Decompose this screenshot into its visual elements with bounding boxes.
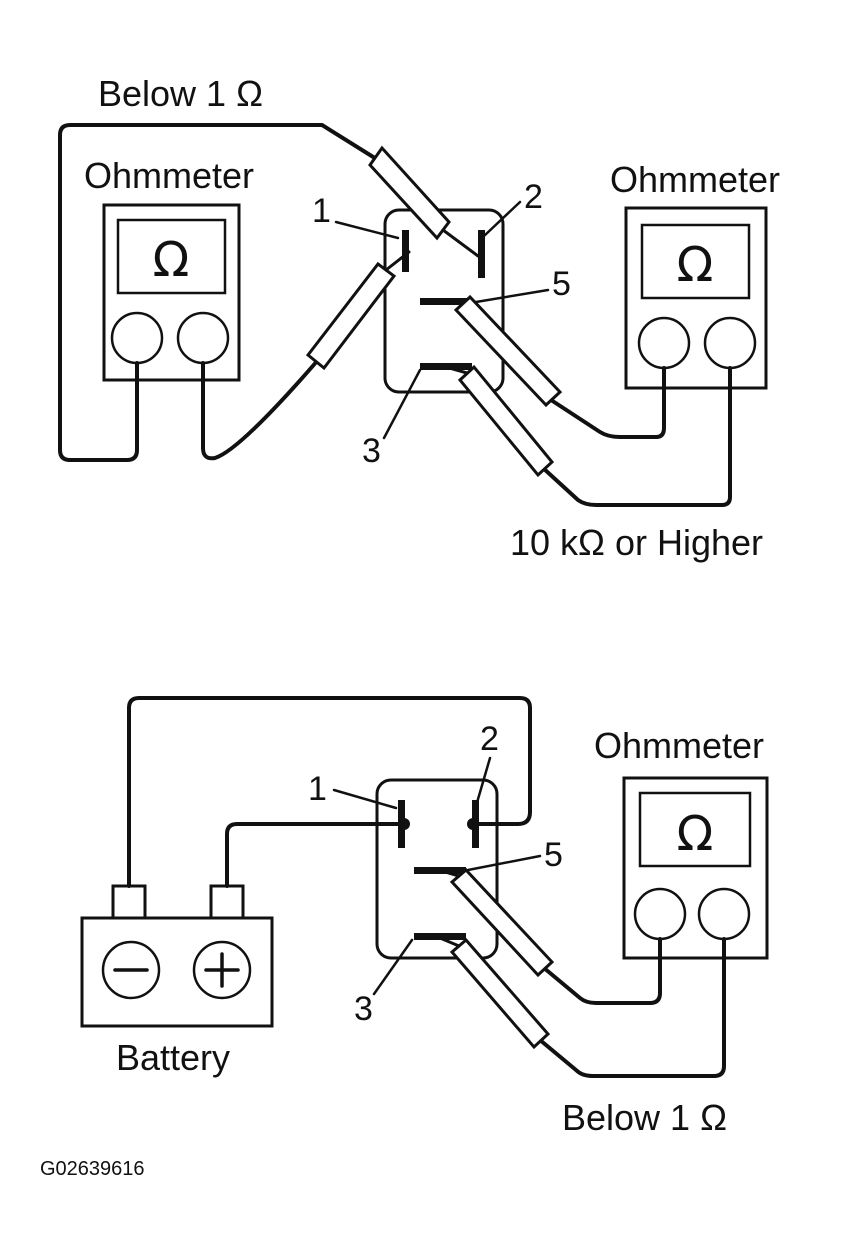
bottom-diagram: Ohmmeter Battery Below 1 Ω Ω <box>80 696 769 1138</box>
leader-line-2 <box>474 756 492 808</box>
ohm-symbol-icon: Ω <box>153 232 190 288</box>
bottom-ohmmeter: Ω <box>622 776 769 960</box>
wire-right-meter-to-pin3 <box>541 366 732 507</box>
pin-label-5: 5 <box>544 836 563 874</box>
leader-line-1 <box>332 788 398 810</box>
wire-battery-negative-to-pin2 <box>127 696 532 888</box>
ohmmeter-terminal-left <box>633 887 687 941</box>
wire-left-meter-to-pin2 <box>58 123 380 462</box>
relay-pin-3 <box>414 933 466 940</box>
top-diagram: Below 1 Ω Ohmmeter Ohmmeter 10 kΩ or Hig… <box>58 73 780 563</box>
top-right-meter-title: Ohmmeter <box>610 159 780 200</box>
ohm-symbol-icon: Ω <box>677 237 714 293</box>
ohmmeter-terminal-left <box>110 311 164 365</box>
ohmmeter-terminal-left <box>637 316 691 370</box>
wire-left-meter-to-pin1 <box>201 358 320 461</box>
probe-to-pin5 <box>440 867 555 978</box>
top-left-meter-title: Ohmmeter <box>84 155 254 196</box>
ohmmeter-terminal-right <box>176 311 230 365</box>
relay-pin-2 <box>478 230 485 278</box>
pin-label-2: 2 <box>480 720 499 758</box>
probe-tip <box>384 250 411 272</box>
leader-line-2 <box>482 200 522 238</box>
bottom-meter-title: Ohmmeter <box>594 725 764 766</box>
probe-tip <box>446 299 465 305</box>
battery <box>80 884 274 1028</box>
probe-to-pin1 <box>305 250 411 371</box>
probe-tip <box>444 365 469 375</box>
wire-meter-to-pin5 <box>542 937 662 1005</box>
probe-to-pin3 <box>438 936 551 1050</box>
wire-battery-positive-to-pin1 <box>225 822 404 888</box>
leader-line-5 <box>474 288 550 304</box>
probe-tip <box>441 228 480 258</box>
battery-label: Battery <box>116 1037 230 1078</box>
plus-sign <box>204 952 240 988</box>
bottom-relay: 1 2 5 3 <box>308 720 563 1028</box>
ohmmeter-terminal-right <box>697 887 751 941</box>
figure-code: G02639616 <box>40 1158 145 1180</box>
probe-handle <box>457 364 555 478</box>
probe-to-pin2 <box>368 145 480 258</box>
probe-to-pin5 <box>446 294 563 408</box>
probe-handle <box>453 294 563 408</box>
leader-line-5 <box>466 854 542 872</box>
top-right-ohmmeter: Ω <box>624 206 768 390</box>
top-left-reading-label: Below 1 Ω <box>98 73 263 114</box>
probe-tip <box>438 936 461 948</box>
ohmmeter-terminal-right <box>703 316 757 370</box>
battery-terminal-positive <box>209 884 245 920</box>
wire-right-meter-to-pin5 <box>546 366 666 439</box>
pin-label-3: 3 <box>354 990 373 1028</box>
pin-label-2: 2 <box>524 178 543 216</box>
probe-handle <box>449 867 555 978</box>
pin-label-1: 1 <box>312 192 331 230</box>
probe-handle <box>449 937 551 1050</box>
pin-label-1: 1 <box>308 770 327 808</box>
leader-line-3 <box>382 368 422 440</box>
relay-pin-5 <box>420 298 472 305</box>
pin-label-5: 5 <box>552 265 571 303</box>
probe-tip <box>440 869 461 878</box>
bottom-reading-label: Below 1 Ω <box>562 1097 727 1138</box>
leader-line-3 <box>372 938 414 996</box>
probe-handle <box>368 145 451 241</box>
relay-pin-1 <box>402 230 409 272</box>
relay-pin-5 <box>414 867 466 874</box>
probe-handle <box>305 261 397 371</box>
wire-meter-to-pin3 <box>538 937 726 1078</box>
battery-terminal-negative <box>111 884 147 920</box>
top-left-ohmmeter: Ω <box>102 203 241 382</box>
ohm-symbol-icon: Ω <box>677 806 714 862</box>
pin-label-3: 3 <box>362 432 381 470</box>
ohmmeter-display <box>640 223 751 300</box>
probe-to-pin3 <box>444 364 555 478</box>
leader-line-1 <box>334 220 400 240</box>
ohmmeter-display <box>116 218 227 295</box>
top-right-reading-label: 10 kΩ or Higher <box>510 522 763 563</box>
ohmmeter-display <box>638 791 752 868</box>
